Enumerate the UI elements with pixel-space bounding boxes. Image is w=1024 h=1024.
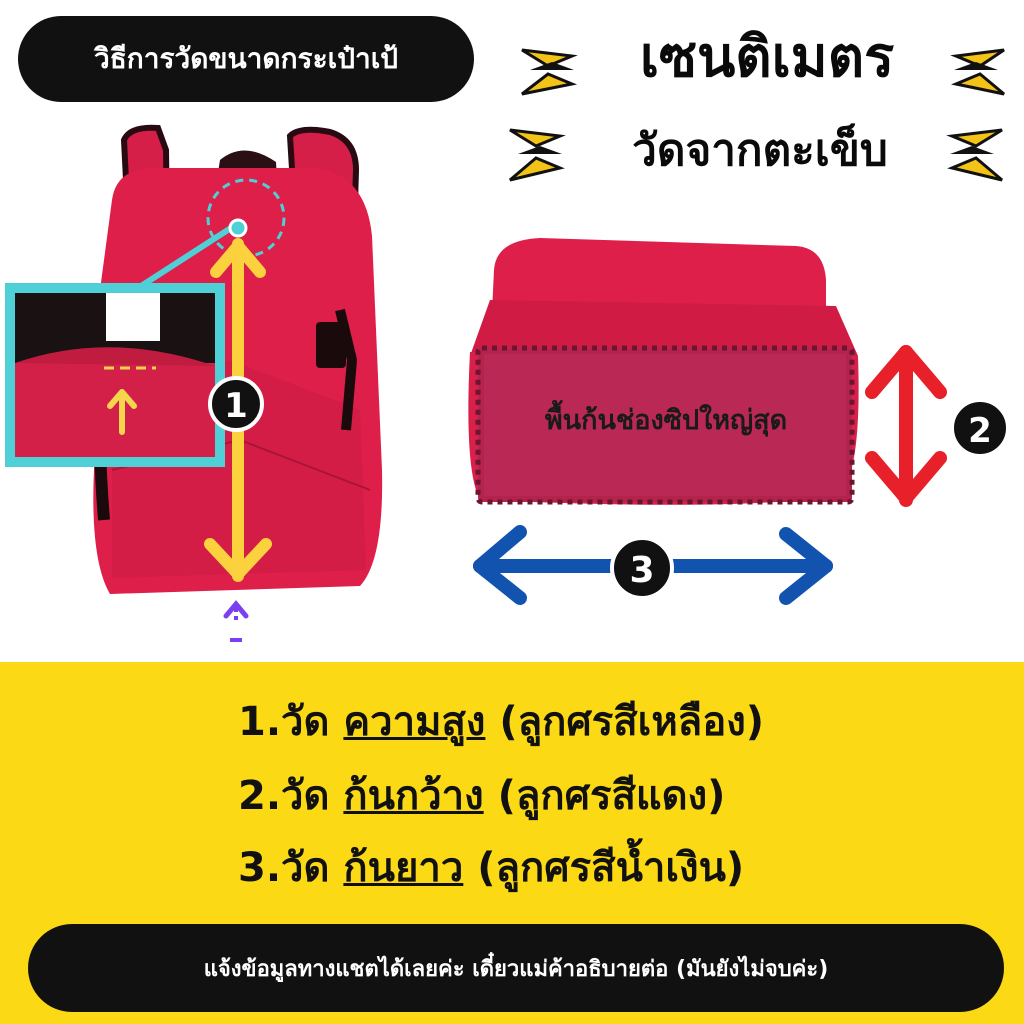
measurement-diagram: 1 2 3 <box>5 48 1010 642</box>
instruction-term: ก้นยาว <box>343 845 464 891</box>
how-to-measure-title: วิธีการวัดขนาดกระเป๋าเป้ <box>18 16 474 102</box>
instruction-note: (ลูกศรสีแดง) <box>497 773 726 819</box>
svg-text:2: 2 <box>968 411 992 451</box>
measure-from-seam-headline: วัดจากตะเข็บ <box>632 125 888 176</box>
marker-2-badge: 2 <box>950 398 1010 458</box>
instruction-term: ความสูง <box>343 699 486 745</box>
marker-3-badge: 3 <box>610 536 674 600</box>
instruction-height: 1.วัด ความสูง (ลูกศรสีเหลือง) <box>238 694 764 750</box>
instruction-prefix: 3.วัด <box>238 845 330 891</box>
svg-text:1: 1 <box>224 386 248 426</box>
instruction-prefix: 1.วัด <box>238 699 330 745</box>
base-zone-label: พื้นก้นช่องซิปใหญ่สุด <box>544 405 788 436</box>
marker-1-badge: 1 <box>208 376 264 432</box>
sparkle-right-2-icon <box>946 128 1003 182</box>
instruction-prefix: 2.วัด <box>238 773 330 819</box>
start-point-arrow-icon <box>223 600 249 642</box>
svg-text:3: 3 <box>629 550 654 591</box>
backpack-base-view <box>468 238 859 505</box>
seam-point-marker <box>228 218 248 238</box>
width-arrow-red <box>865 345 947 507</box>
sparkle-right-1-icon <box>950 48 1005 96</box>
centimeter-headline: เซนติเมตร <box>639 25 895 90</box>
instruction-note: (ลูกศรสีน้ำเงิน) <box>477 845 745 891</box>
sparkle-left-1-icon <box>521 48 578 96</box>
chat-contact-footer: แจ้งข้อมูลทางแชตได้เลยค่ะ เดี๋ยวแม่ค้าอธ… <box>28 924 1004 1012</box>
instruction-length: 3.วัด ก้นยาว (ลูกศรสีน้ำเงิน) <box>238 840 744 896</box>
instruction-note: (ลูกศรสีเหลือง) <box>499 699 765 745</box>
seam-zoom-inset <box>5 223 236 467</box>
instruction-width: 2.วัด ก้นกว้าง (ลูกศรสีแดง) <box>238 768 725 824</box>
sparkle-left-2-icon <box>509 128 566 182</box>
instruction-term: ก้นกว้าง <box>343 773 484 819</box>
